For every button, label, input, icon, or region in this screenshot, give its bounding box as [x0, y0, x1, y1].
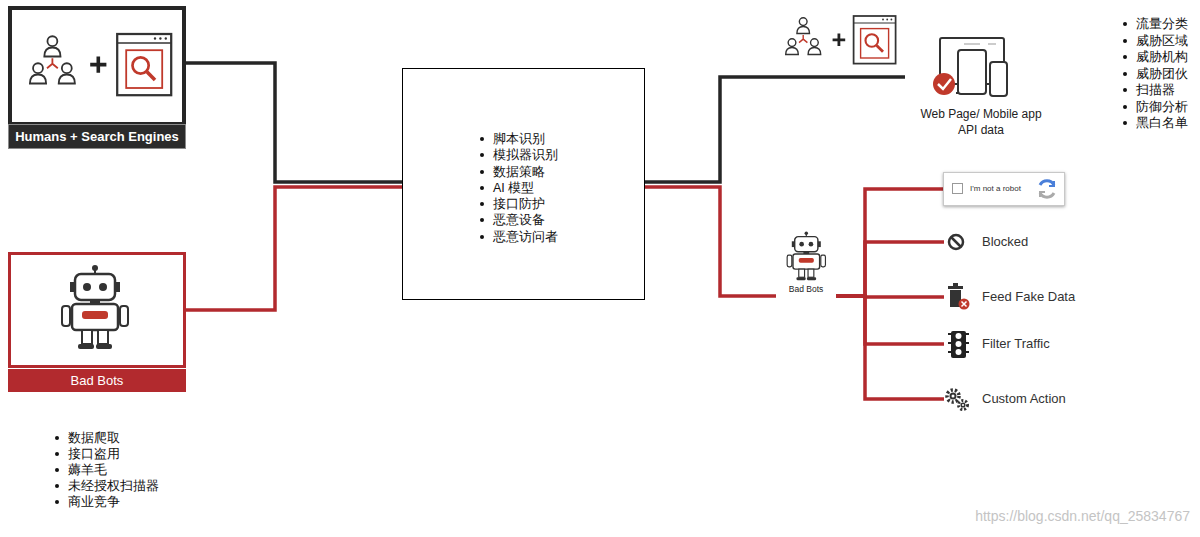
- traffic-light-icon: [948, 331, 969, 358]
- connector: [836, 189, 943, 296]
- action-item: Feed Fake Data: [944, 282, 1075, 312]
- bullet-note: 扫描器: [1136, 82, 1175, 98]
- bullet-note: 接口盗用: [68, 446, 120, 462]
- list-item: 脚本识别: [493, 131, 644, 147]
- action-label: Blocked: [982, 227, 1028, 257]
- connector: [645, 187, 776, 296]
- action-label: Custom Action: [982, 384, 1066, 414]
- app-label: Web Page/ Mobile app API data: [917, 106, 1045, 138]
- recaptcha-logo: [1040, 181, 1054, 197]
- bullet-note: 流量分类: [1136, 16, 1188, 32]
- action-label: Feed Fake Data: [982, 282, 1075, 312]
- detection-box: 脚本识别模拟器识别数据策略AI 模型接口防护恶意设备恶意访问者: [402, 68, 645, 300]
- checkbox: [952, 183, 963, 194]
- connector: [836, 296, 944, 399]
- action-label: Filter Traffic: [982, 329, 1050, 359]
- bullet-note: 商业竞争: [68, 494, 120, 510]
- devices-icon: [933, 38, 1007, 96]
- gears-icon: [947, 390, 968, 410]
- humans-search-icon: [786, 16, 896, 64]
- humans-box: Humans + Search Engines: [8, 6, 186, 126]
- bot-label: Bad Bots: [776, 284, 836, 294]
- connector: [836, 296, 944, 344]
- target-app: Web Page/ Mobile app API data: [905, 33, 1057, 138]
- bullet-note: 薅羊毛: [68, 462, 107, 478]
- connector: [836, 242, 944, 296]
- list-item: 恶意设备: [493, 212, 644, 228]
- bullet-note: 威胁区域: [1136, 33, 1188, 49]
- trash-icon: [948, 283, 970, 310]
- list-item: 接口防护: [493, 196, 644, 212]
- action-item: Custom Action: [944, 384, 1066, 414]
- bad-bot-node: Bad Bots: [776, 228, 836, 302]
- connector: [645, 77, 905, 182]
- list-item: AI 模型: [493, 180, 644, 196]
- captcha-box: I'm not a robot: [943, 172, 1065, 206]
- connector: [186, 63, 402, 182]
- bullet-note: 数据爬取: [68, 430, 120, 446]
- connector: [186, 187, 402, 310]
- action-item: Filter Traffic: [944, 329, 1050, 359]
- blocked-icon: [949, 235, 963, 249]
- list-item: 模拟器识别: [493, 147, 644, 163]
- action-item: Blocked: [944, 227, 1028, 257]
- list-item: 恶意访问者: [493, 229, 644, 245]
- bot-box: Bad Bots: [8, 252, 186, 368]
- robot-icon: [62, 265, 128, 349]
- bullet-note: 威胁机构: [1136, 49, 1188, 65]
- robot-icon: [787, 231, 825, 280]
- watermark: https://blog.csdn.net/qq_25834767: [975, 508, 1190, 524]
- list-item: 数据策略: [493, 164, 644, 180]
- box-label: Humans + Search Engines: [8, 124, 186, 149]
- bullet-note: 未经授权扫描器: [68, 478, 159, 494]
- bullet-note: 威胁团伙: [1136, 66, 1188, 82]
- box-label: Bad Bots: [8, 369, 186, 392]
- captcha-label: I'm not a robot: [970, 173, 1021, 205]
- humans-search-icon: [30, 34, 171, 95]
- bullet-note: 防御分析: [1136, 99, 1188, 115]
- bullet-note: 黑白名单: [1136, 115, 1188, 131]
